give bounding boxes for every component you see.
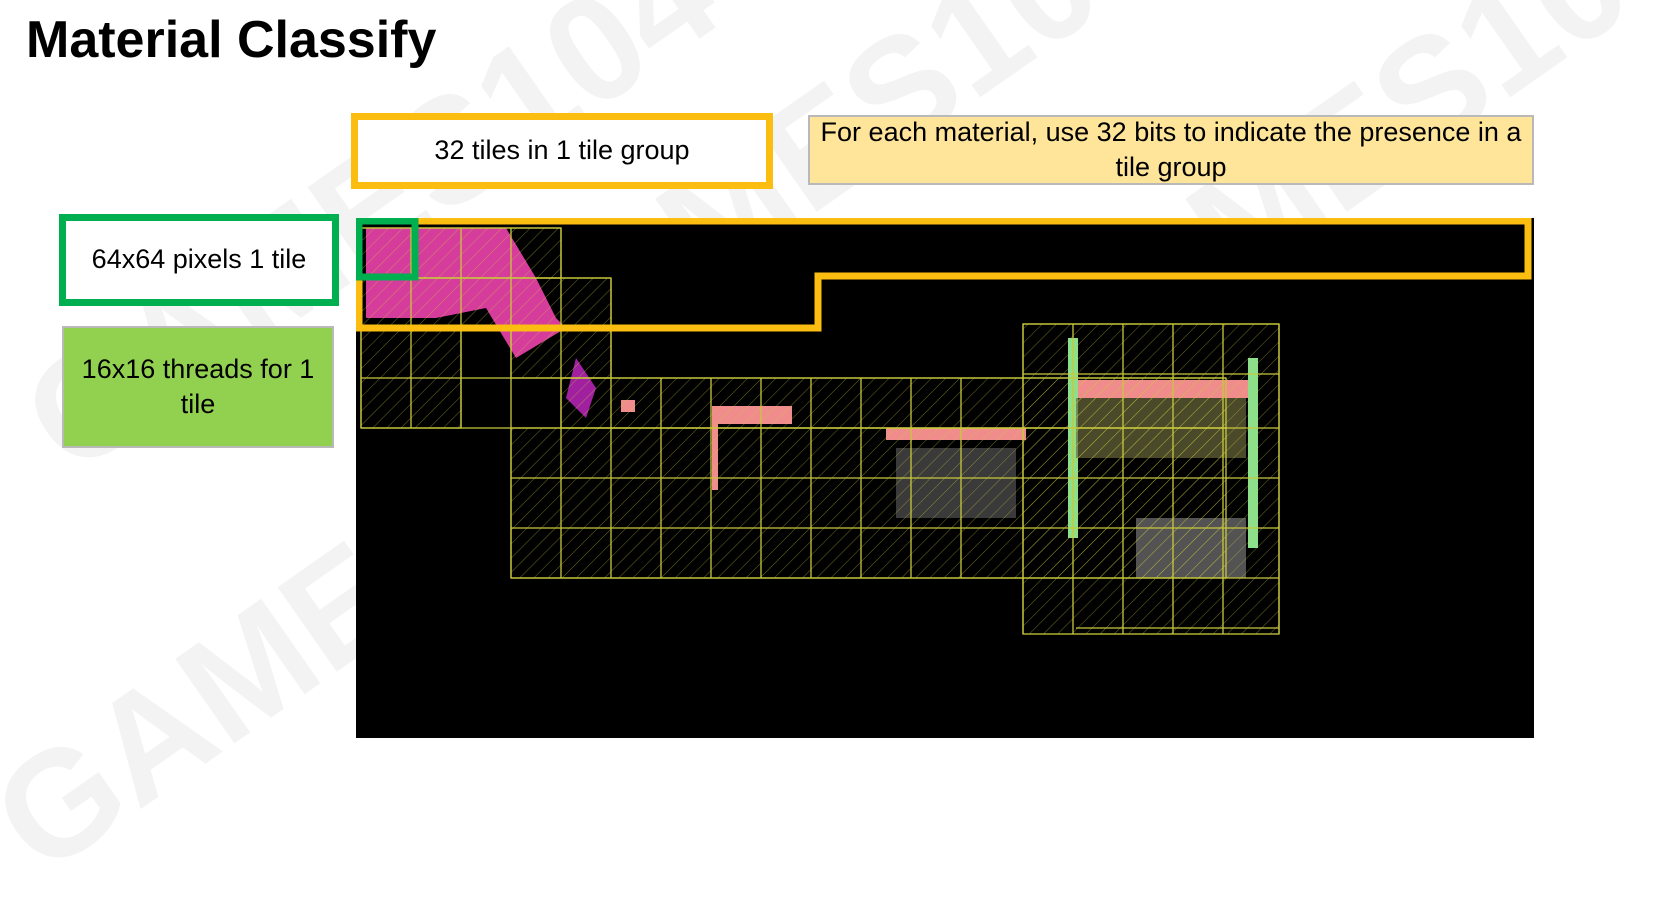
threads-label: 16x16 threads for 1 tile	[81, 353, 315, 419]
tile-group-outline	[356, 218, 1532, 332]
tile-grid	[360, 227, 1280, 635]
tile-size-label: 64x64 pixels 1 tile	[91, 244, 307, 275]
gbuffer-tile-visualization	[356, 218, 1534, 738]
tile-size-callout: 64x64 pixels 1 tile	[59, 214, 339, 306]
tile-group-callout: 32 tiles in 1 tile group	[351, 113, 773, 189]
tile-group-label: 32 tiles in 1 tile group	[434, 135, 690, 166]
material-bits-label: For each material, use 32 bits to indica…	[820, 116, 1522, 182]
slide-title: Material Classify	[26, 11, 437, 69]
material-bits-callout: For each material, use 32 bits to indica…	[808, 115, 1534, 185]
threads-callout: 16x16 threads for 1 tile	[62, 326, 334, 448]
single-tile-outline	[356, 218, 419, 281]
